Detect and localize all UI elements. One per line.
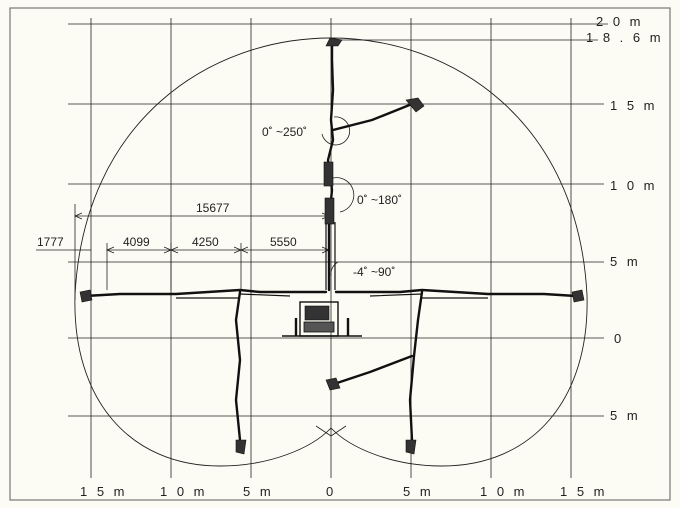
y-label-10: 1 0 m	[610, 178, 658, 193]
boom-down-left-arm	[234, 290, 242, 442]
angle-90: -4˚ ~90˚	[353, 265, 395, 279]
boom-left	[83, 288, 328, 298]
boom-left-rail	[176, 293, 291, 299]
attachment-right	[571, 289, 585, 303]
dim-4250: 4250	[192, 235, 219, 249]
boom-upper-arm	[331, 97, 425, 132]
dimension-lines	[36, 204, 331, 300]
upper-arm	[331, 102, 414, 132]
attachment-down-right	[405, 439, 417, 455]
attachment-down-left	[235, 439, 247, 455]
boom-vertical	[323, 37, 343, 292]
machine-cab	[304, 305, 330, 321]
angle-180: 0˚ ~180˚	[357, 193, 402, 207]
y-label-neg5: 5 m	[610, 408, 641, 423]
frame	[9, 7, 671, 501]
y-label-15: 1 5 m	[610, 98, 658, 113]
machine	[282, 301, 362, 337]
y-label-20: 2 0 m	[596, 14, 644, 29]
arc-180	[332, 177, 355, 213]
attachment-left	[79, 289, 93, 303]
reach-envelope	[74, 37, 588, 467]
dim-1777: 1777	[37, 235, 64, 249]
y-label-18-6: 1 8 . 6 m	[586, 30, 664, 45]
dim-15677: 15677	[196, 201, 230, 215]
attachment-upper-right	[405, 97, 425, 113]
envelope-notch	[315, 425, 347, 437]
lower-arm	[332, 354, 414, 386]
boom-mast-rails	[325, 220, 336, 290]
dim-4099: 4099	[123, 235, 150, 249]
boom-down-right-arm	[408, 290, 424, 442]
y-label-0: 0	[614, 331, 624, 346]
x-label-0: 0	[326, 484, 336, 499]
dim-5550: 5550	[270, 235, 297, 249]
attachment-lower	[325, 377, 341, 391]
x-label-neg10: 1 0 m	[160, 484, 208, 499]
boom-joint-mid	[323, 161, 334, 187]
vertical-grid	[90, 18, 572, 478]
y-label-5: 5 m	[610, 254, 641, 269]
boom-down-right	[405, 290, 424, 455]
machine-track	[303, 321, 335, 333]
x-label-5: 5 m	[403, 484, 434, 499]
boom-right	[334, 288, 578, 298]
dim-arrows-segments	[105, 246, 331, 254]
arc-90	[330, 261, 339, 277]
boom-joint-lower	[324, 197, 335, 225]
attachment-top	[325, 37, 343, 47]
x-label-10: 1 0 m	[480, 484, 528, 499]
x-label-15: 1 5 m	[560, 484, 608, 499]
x-label-neg15: 1 5 m	[80, 484, 128, 499]
boom-horizontal-right	[334, 288, 585, 303]
boom-lower-arm	[325, 354, 414, 391]
boom-right-rail	[369, 293, 488, 299]
boom-horizontal-left	[79, 288, 328, 303]
angle-250: 0˚ ~250˚	[262, 125, 307, 139]
x-label-neg5: 5 m	[243, 484, 274, 499]
boom-down-left	[234, 290, 247, 455]
angle-arcs	[321, 116, 355, 277]
arc-250	[321, 116, 351, 146]
